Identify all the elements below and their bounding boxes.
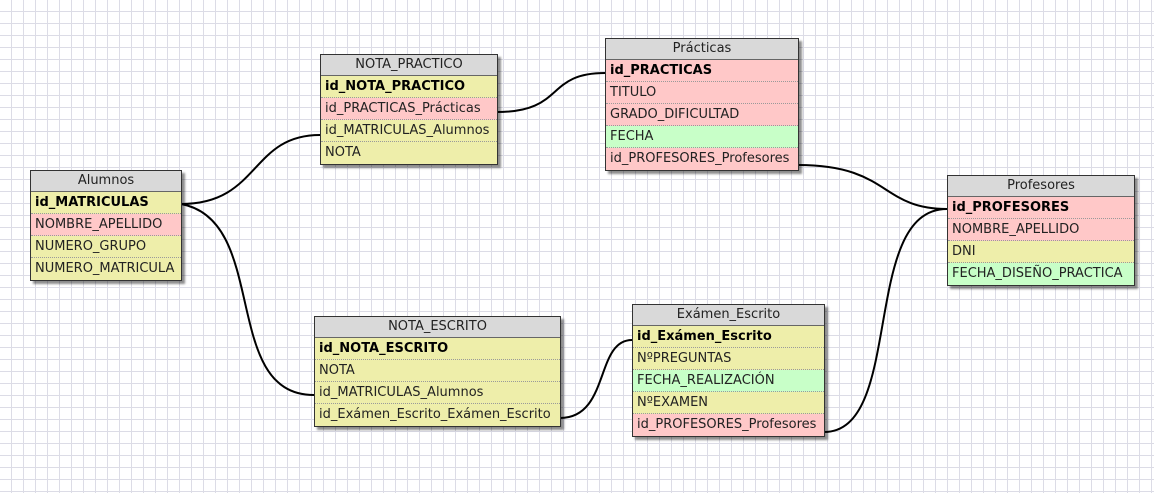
- primary-key-field[interactable]: id_MATRICULAS: [31, 192, 181, 214]
- primary-key-field[interactable]: id_NOTA_PRACTICO: [321, 76, 497, 98]
- table-field[interactable]: id_MATRICULAS_Alumnos: [315, 382, 560, 404]
- relation-examen-profesores: [823, 208, 948, 433]
- primary-key-field[interactable]: id_PRACTICAS: [606, 60, 798, 82]
- table-field[interactable]: NOMBRE_APELLIDO: [31, 214, 181, 236]
- table-title: Profesores: [948, 176, 1134, 197]
- primary-key-field[interactable]: id_PROFESORES: [948, 197, 1134, 219]
- table-title: NOTA_ESCRITO: [315, 317, 560, 338]
- table-title: NOTA_PRACTICO: [321, 55, 497, 76]
- relation-alumnos-nota-practico: [180, 134, 321, 205]
- table-field[interactable]: FECHA_REALIZACIÓN: [633, 370, 824, 392]
- table-field[interactable]: NºPREGUNTAS: [633, 348, 824, 370]
- primary-key-field[interactable]: id_NOTA_ESCRITO: [315, 338, 560, 360]
- table-field[interactable]: id_PROFESORES_Profesores: [606, 148, 798, 170]
- table-field[interactable]: id_PRACTICAS_Prácticas: [321, 98, 497, 120]
- table-field[interactable]: NºEXAMEN: [633, 392, 824, 414]
- table-title: Prácticas: [606, 39, 798, 60]
- table-field[interactable]: NOMBRE_APELLIDO: [948, 219, 1134, 241]
- table-field[interactable]: id_PROFESORES_Profesores: [633, 414, 824, 436]
- table-field[interactable]: NUMERO_MATRICULA: [31, 258, 181, 280]
- relation-practicas-profesores: [797, 164, 948, 210]
- table-title: Exámen_Escrito: [633, 305, 824, 326]
- table-field[interactable]: FECHA: [606, 126, 798, 148]
- relation-nota-escrito-examen: [559, 339, 633, 419]
- table-title: Alumnos: [31, 171, 181, 192]
- table-field[interactable]: DNI: [948, 241, 1134, 263]
- table-field[interactable]: NOTA: [315, 360, 560, 382]
- relation-alumnos-nota-escrito: [180, 203, 315, 396]
- table-field[interactable]: GRADO_DIFICULTAD: [606, 104, 798, 126]
- table-field[interactable]: FECHA_DISEÑO_PRACTICA: [948, 263, 1134, 285]
- table-field[interactable]: id_Exámen_Escrito_Exámen_Escrito: [315, 404, 560, 426]
- table-field[interactable]: id_MATRICULAS_Alumnos: [321, 120, 497, 142]
- table-field[interactable]: NOTA: [321, 142, 497, 164]
- table-field[interactable]: NUMERO_GRUPO: [31, 236, 181, 258]
- primary-key-field[interactable]: id_Exámen_Escrito: [633, 326, 824, 348]
- table-field[interactable]: TITULO: [606, 82, 798, 104]
- relation-nota-practico-practicas: [496, 72, 606, 113]
